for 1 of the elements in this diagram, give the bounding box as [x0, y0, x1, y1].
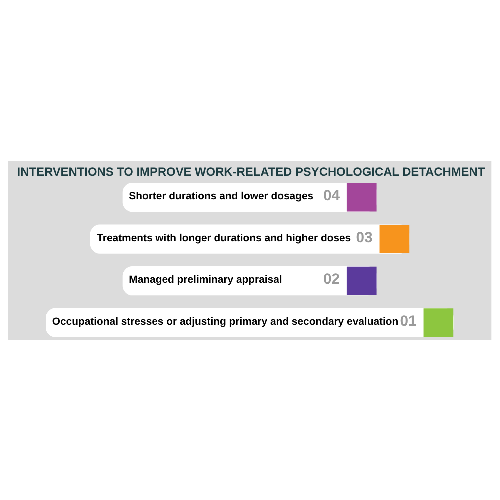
diagram-title: INTERVENTIONS TO IMPROVE WORK-RELATED PSYCHOLOGICAL DETACHMENT	[17, 164, 486, 178]
